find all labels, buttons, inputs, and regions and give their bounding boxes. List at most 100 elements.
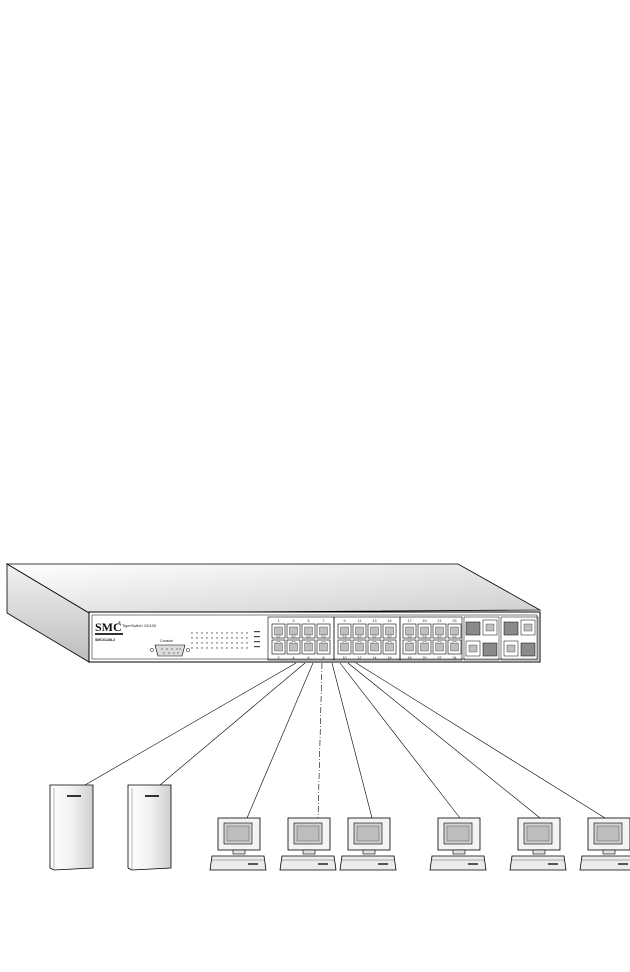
product-name: TigerSwitch 10/100	[122, 623, 157, 628]
sfp-slot-1[interactable]	[465, 621, 481, 636]
status-led	[246, 642, 248, 644]
port-number-label: 24	[453, 656, 457, 660]
ethernet-port-21[interactable]	[432, 623, 447, 639]
ethernet-port-1[interactable]	[271, 623, 286, 639]
port-number-label: 15	[388, 619, 392, 623]
ethernet-port-16[interactable]	[382, 639, 397, 655]
status-led	[236, 642, 238, 644]
port-number-label: 5	[308, 619, 310, 623]
status-led	[216, 647, 218, 649]
status-led	[201, 647, 203, 649]
ethernet-port-5[interactable]	[301, 623, 316, 639]
desktop-unit-icon	[429, 855, 487, 871]
status-led	[231, 642, 233, 644]
console-port[interactable]	[150, 644, 190, 657]
ethernet-port-17[interactable]	[402, 623, 417, 639]
ethernet-port-9[interactable]	[337, 623, 352, 639]
model-number: SMC6128L2	[95, 638, 115, 642]
workstation-3	[339, 817, 397, 871]
status-led	[206, 637, 208, 639]
ethernet-port-7[interactable]	[316, 623, 331, 639]
desktop-unit-icon	[579, 855, 630, 871]
port-number-label: 19	[423, 619, 427, 623]
led-legend-mark	[254, 646, 260, 648]
status-led	[211, 637, 213, 639]
switch-top-surface	[5, 563, 542, 614]
port-number-label: 9	[344, 619, 346, 623]
uplink-module-slots	[463, 616, 539, 661]
workstations	[209, 817, 630, 871]
ethernet-port-15[interactable]	[382, 623, 397, 639]
ethernet-port-3[interactable]	[286, 623, 301, 639]
ethernet-port-4[interactable]	[286, 639, 301, 655]
ethernet-port-13[interactable]	[367, 623, 382, 639]
status-led	[231, 637, 233, 639]
status-led	[216, 637, 218, 639]
status-led	[241, 637, 243, 639]
sfp-slot-2[interactable]	[503, 621, 519, 636]
status-led	[226, 642, 228, 644]
ethernet-port-8[interactable]	[316, 639, 331, 655]
ethernet-port-groups	[267, 616, 463, 661]
port-number-label: 2	[278, 656, 280, 660]
sfp-slot-4[interactable]	[520, 642, 536, 657]
status-led	[246, 637, 248, 639]
ethernet-port-19[interactable]	[417, 623, 432, 639]
servers	[49, 784, 172, 871]
cable-workstation-3	[331, 662, 373, 819]
status-led	[191, 632, 193, 634]
status-led	[196, 632, 198, 634]
status-led	[201, 642, 203, 644]
ethernet-port-12[interactable]	[352, 639, 367, 655]
led-legend-mark	[254, 636, 260, 638]
desktop-unit-icon	[339, 855, 397, 871]
ethernet-port-20[interactable]	[417, 639, 432, 655]
drive-bay-icon	[67, 795, 81, 797]
port-number-label: 12	[358, 656, 362, 660]
port-number-label: 16	[388, 656, 392, 660]
brand-registered-mark: ®	[118, 620, 121, 625]
ethernet-port-24[interactable]	[447, 639, 462, 655]
sfp-slot-3[interactable]	[482, 642, 498, 657]
ethernet-port-23[interactable]	[447, 623, 462, 639]
ethernet-port-2[interactable]	[271, 639, 286, 655]
status-led	[196, 637, 198, 639]
drive-bay-icon	[145, 795, 159, 797]
led-legend-mark	[254, 641, 260, 643]
status-led	[236, 647, 238, 649]
port-group-3	[399, 616, 463, 661]
ethernet-port-6[interactable]	[301, 639, 316, 655]
uplink-frame-left	[463, 616, 500, 661]
port-number-label: 22	[438, 656, 442, 660]
status-led	[201, 637, 203, 639]
switch-front-bezel	[91, 614, 538, 660]
ethernet-port-14[interactable]	[367, 639, 382, 655]
ethernet-port-22[interactable]	[432, 639, 447, 655]
server-tower-2	[127, 784, 172, 871]
brand-underline	[95, 633, 123, 635]
brand-logo-text: SMC	[95, 620, 122, 634]
port-number-label: 6	[308, 656, 310, 660]
port-number-label: 10	[343, 656, 347, 660]
status-led	[241, 647, 243, 649]
status-led	[241, 642, 243, 644]
status-led	[246, 647, 248, 649]
ethernet-port-18[interactable]	[402, 639, 417, 655]
status-led	[211, 647, 213, 649]
port-number-label: 1	[278, 619, 280, 623]
ethernet-port-11[interactable]	[352, 623, 367, 639]
cable-server-2	[159, 662, 306, 786]
port-number-label: 20	[423, 656, 427, 660]
cable-workstation-2	[317, 662, 323, 819]
status-led	[211, 632, 213, 634]
port-number-label: 7	[323, 619, 325, 623]
workstation-6	[579, 817, 630, 871]
workstation-4	[429, 817, 487, 871]
port-status-leds	[191, 631, 260, 649]
status-led	[236, 632, 238, 634]
status-led	[226, 647, 228, 649]
status-led	[241, 632, 243, 634]
ethernet-port-10[interactable]	[337, 639, 352, 655]
